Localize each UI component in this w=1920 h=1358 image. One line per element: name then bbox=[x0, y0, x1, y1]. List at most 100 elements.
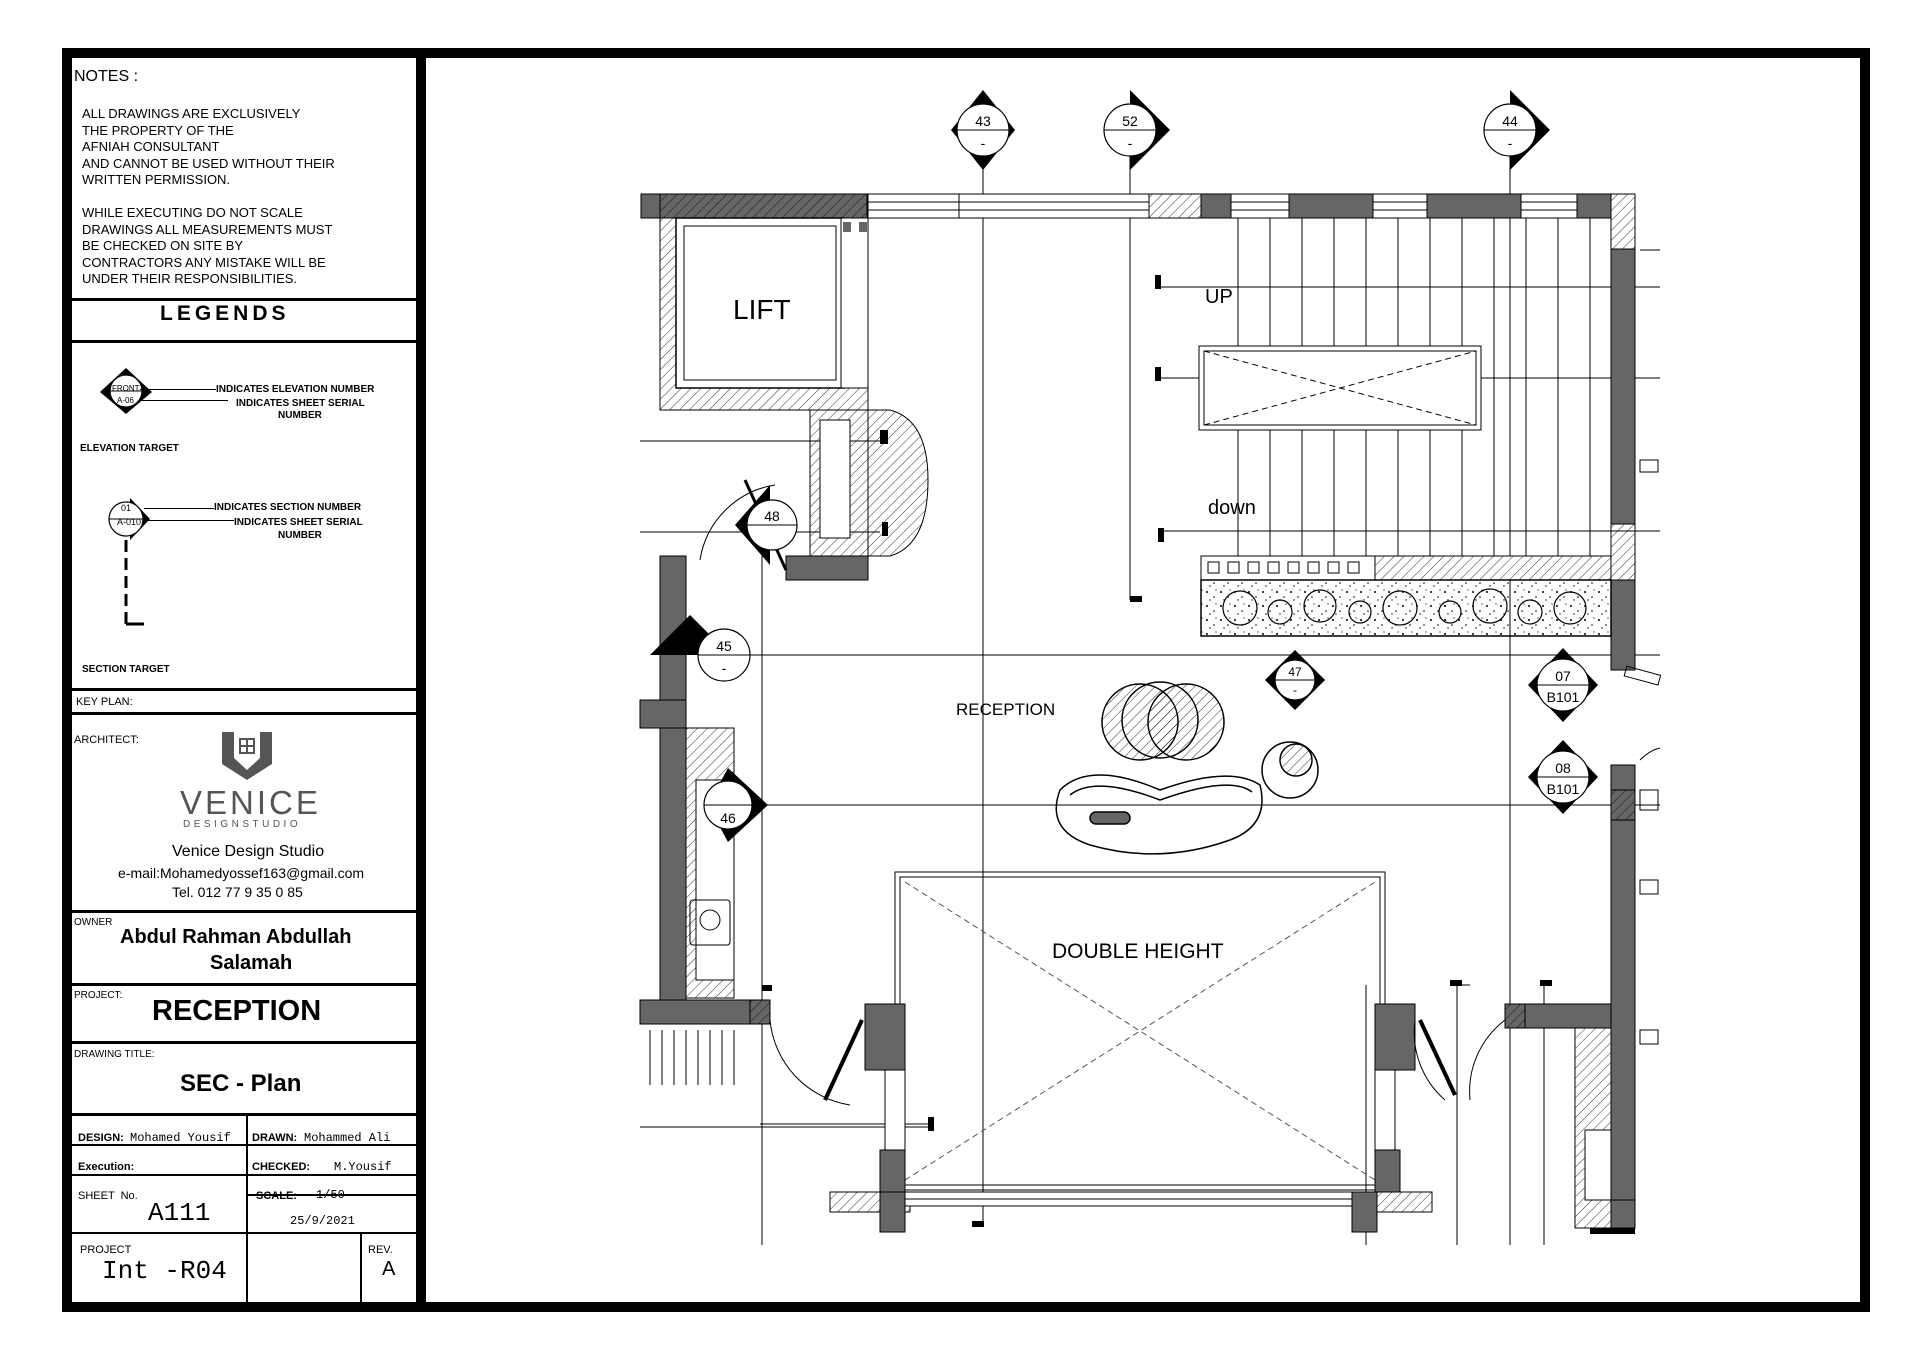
section-legend-line3: NUMBER bbox=[278, 530, 322, 541]
note-line: WRITTEN PERMISSION. bbox=[82, 172, 231, 187]
project-label: PROJECT: bbox=[74, 990, 123, 1001]
elevation-legend-line1: INDICATES ELEVATION NUMBER bbox=[216, 384, 375, 395]
divider bbox=[72, 910, 420, 913]
reception-label: RECEPTION bbox=[956, 700, 1055, 719]
marker-sheet: - bbox=[722, 660, 727, 676]
marker-52: 52 - bbox=[1103, 90, 1170, 170]
leader-line bbox=[144, 508, 214, 509]
marker-number: 45 bbox=[716, 638, 732, 654]
floor-plan: LIFT UP down RECEPTION DOUBLE HEIGHT 43 … bbox=[639, 90, 1662, 1245]
project-number-label: PROJECT bbox=[80, 1244, 132, 1256]
elevation-legend-line3: NUMBER bbox=[278, 410, 322, 421]
marker-48: 48 bbox=[735, 485, 798, 565]
section-legend-line1: INDICATES SECTION NUMBER bbox=[214, 502, 362, 513]
marker-number: 08 bbox=[1555, 760, 1571, 776]
marker-number: 46 bbox=[720, 810, 736, 826]
section-legend-bottom: A-010 bbox=[117, 517, 142, 527]
section-target-icon bbox=[108, 498, 150, 626]
marker-number: 43 bbox=[975, 113, 991, 129]
lift-shaft bbox=[659, 193, 869, 411]
note-line: BE CHECKED ON SITE BY bbox=[82, 238, 244, 253]
divider bbox=[72, 1113, 420, 1116]
reception-furniture bbox=[1055, 681, 1319, 855]
scale-value: 1/50 bbox=[316, 1188, 345, 1202]
note-line: UNDER THEIR RESPONSIBILITIES. bbox=[82, 271, 298, 286]
design-label: DESIGN: bbox=[78, 1132, 124, 1144]
studio-name: Venice Design Studio bbox=[172, 843, 325, 860]
marker-number: 52 bbox=[1122, 113, 1138, 129]
sheet-number: A111 bbox=[148, 1198, 211, 1228]
owner-name-line2: Salamah bbox=[210, 952, 293, 974]
divider bbox=[72, 340, 420, 343]
marker-sheet: B101 bbox=[1547, 781, 1580, 797]
marker-sheet: - bbox=[1508, 135, 1513, 151]
elevation-legend-top: FRONT bbox=[112, 384, 140, 393]
planter bbox=[1200, 555, 1612, 637]
legends-title: LEGENDS bbox=[160, 302, 290, 325]
section-legend-top: 01 bbox=[121, 503, 132, 513]
project-number: Int -R04 bbox=[102, 1256, 227, 1286]
drawing-title-label: DRAWING TITLE: bbox=[74, 1049, 155, 1060]
logo-subtitle: DESIGNSTUDIO bbox=[183, 819, 302, 830]
double-height-void bbox=[829, 871, 1433, 1233]
note-line: AFNIAH CONSULTANT bbox=[82, 139, 220, 154]
marker-number: 48 bbox=[764, 508, 780, 524]
divider bbox=[360, 1234, 362, 1302]
lift-label: LIFT bbox=[733, 294, 791, 325]
drawn-value: Mohammed Ali bbox=[304, 1131, 391, 1145]
title-block bbox=[62, 48, 426, 1312]
sheet-label: SHEET No. bbox=[78, 1190, 138, 1202]
marker-number: 44 bbox=[1502, 113, 1518, 129]
studio-phone: Tel. 012 77 9 35 0 85 bbox=[172, 884, 303, 900]
marker-08: 08 B101 bbox=[1528, 740, 1598, 814]
marker-43: 43 - bbox=[951, 90, 1015, 170]
drawing-title: SEC - Plan bbox=[180, 1070, 302, 1097]
stair bbox=[1198, 218, 1591, 556]
leader-line bbox=[144, 520, 234, 521]
divider bbox=[72, 712, 420, 715]
revision-label: REV. bbox=[368, 1244, 393, 1256]
note-line: DRAWINGS ALL MEASUREMENTS MUST bbox=[82, 221, 333, 237]
scale-label: SCALE: bbox=[256, 1190, 297, 1202]
revision-value: A bbox=[382, 1258, 396, 1280]
notes-paragraph-2: WHILE EXECUTING DO NOT SCALE DRAWINGS AL… bbox=[82, 205, 332, 288]
marker-45: 45 - bbox=[650, 615, 751, 682]
leader-line bbox=[140, 389, 216, 390]
section-legend-caption: SECTION TARGET bbox=[82, 664, 170, 675]
note-line: CONTRACTORS ANY MISTAKE WILL BE bbox=[82, 254, 326, 270]
architect-label: ARCHITECT: bbox=[74, 734, 139, 746]
divider bbox=[72, 1041, 420, 1044]
divider bbox=[246, 1234, 248, 1302]
design-value: Mohamed Yousif bbox=[130, 1131, 231, 1145]
venice-logo-icon bbox=[222, 732, 272, 780]
elevation-legend-line2: INDICATES SHEET SERIAL bbox=[236, 398, 365, 409]
elevation-legend-bottom: A-06 bbox=[117, 396, 134, 405]
marker-sheet: - bbox=[1293, 683, 1297, 697]
marker-sheet: - bbox=[1128, 135, 1133, 151]
elevation-target-icon bbox=[100, 368, 152, 414]
marker-sheet: B101 bbox=[1547, 689, 1580, 705]
marker-07: 07 B101 bbox=[1528, 648, 1598, 722]
marker-46: 46 bbox=[703, 768, 768, 842]
divider bbox=[72, 983, 420, 986]
right-walls bbox=[1504, 764, 1636, 1234]
note-line: ALL DRAWINGS ARE EXCLUSIVELY bbox=[82, 106, 301, 121]
checked-label: CHECKED: bbox=[252, 1161, 311, 1173]
divider bbox=[246, 1115, 248, 1234]
studio-email: e-mail:Mohamedyossef163@gmail.com bbox=[118, 865, 365, 881]
divider bbox=[247, 1194, 420, 1196]
owner-name-line1: Abdul Rahman Abdullah bbox=[120, 926, 352, 948]
project-name: RECEPTION bbox=[152, 995, 322, 1027]
section-legend-line2: INDICATES SHEET SERIAL bbox=[234, 517, 363, 528]
double-height-label: DOUBLE HEIGHT bbox=[1052, 940, 1224, 963]
marker-44: 44 - bbox=[1483, 90, 1550, 170]
sheet-border bbox=[62, 48, 1870, 1312]
notes-paragraph-1: ALL DRAWINGS ARE EXCLUSIVELY THE PROPERT… bbox=[82, 106, 335, 189]
divider bbox=[72, 688, 420, 691]
note-line: WHILE EXECUTING DO NOT SCALE bbox=[82, 205, 303, 220]
logo-name: VENICE bbox=[180, 784, 321, 821]
drawn-label: DRAWN: bbox=[252, 1132, 298, 1144]
elevation-legend-caption: ELEVATION TARGET bbox=[80, 443, 179, 454]
execution-label: Execution: bbox=[78, 1161, 135, 1173]
stair-down-label: down bbox=[1208, 497, 1256, 519]
